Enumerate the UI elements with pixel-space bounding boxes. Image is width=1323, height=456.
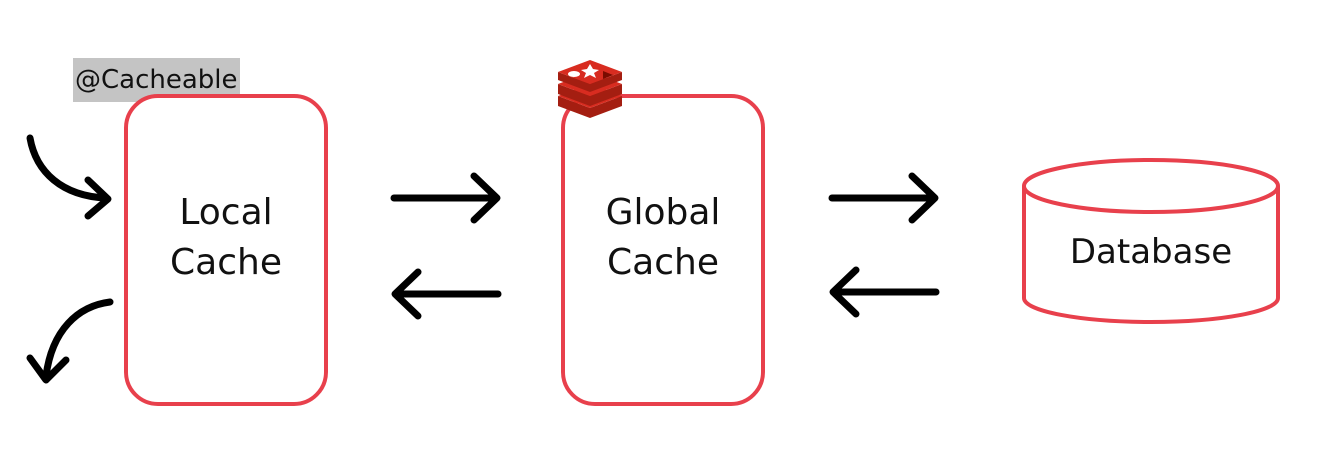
database-cylinder-icon: [1022, 158, 1280, 324]
global-to-database-arrow: [828, 172, 939, 224]
incoming-request-arrow: [26, 134, 112, 220]
global-cache-label: Global Cache: [605, 192, 721, 283]
global-cache-node: Global Cache: [561, 94, 765, 406]
local-to-global-arrow: [390, 172, 501, 224]
global-to-local-arrow: [391, 268, 502, 320]
database-label: Database: [1069, 232, 1233, 272]
outgoing-response-arrow: [26, 298, 114, 384]
local-cache-node: Local Cache: [124, 94, 328, 406]
database-to-global-arrow: [829, 266, 940, 318]
local-cache-label: Local Cache: [170, 192, 282, 283]
